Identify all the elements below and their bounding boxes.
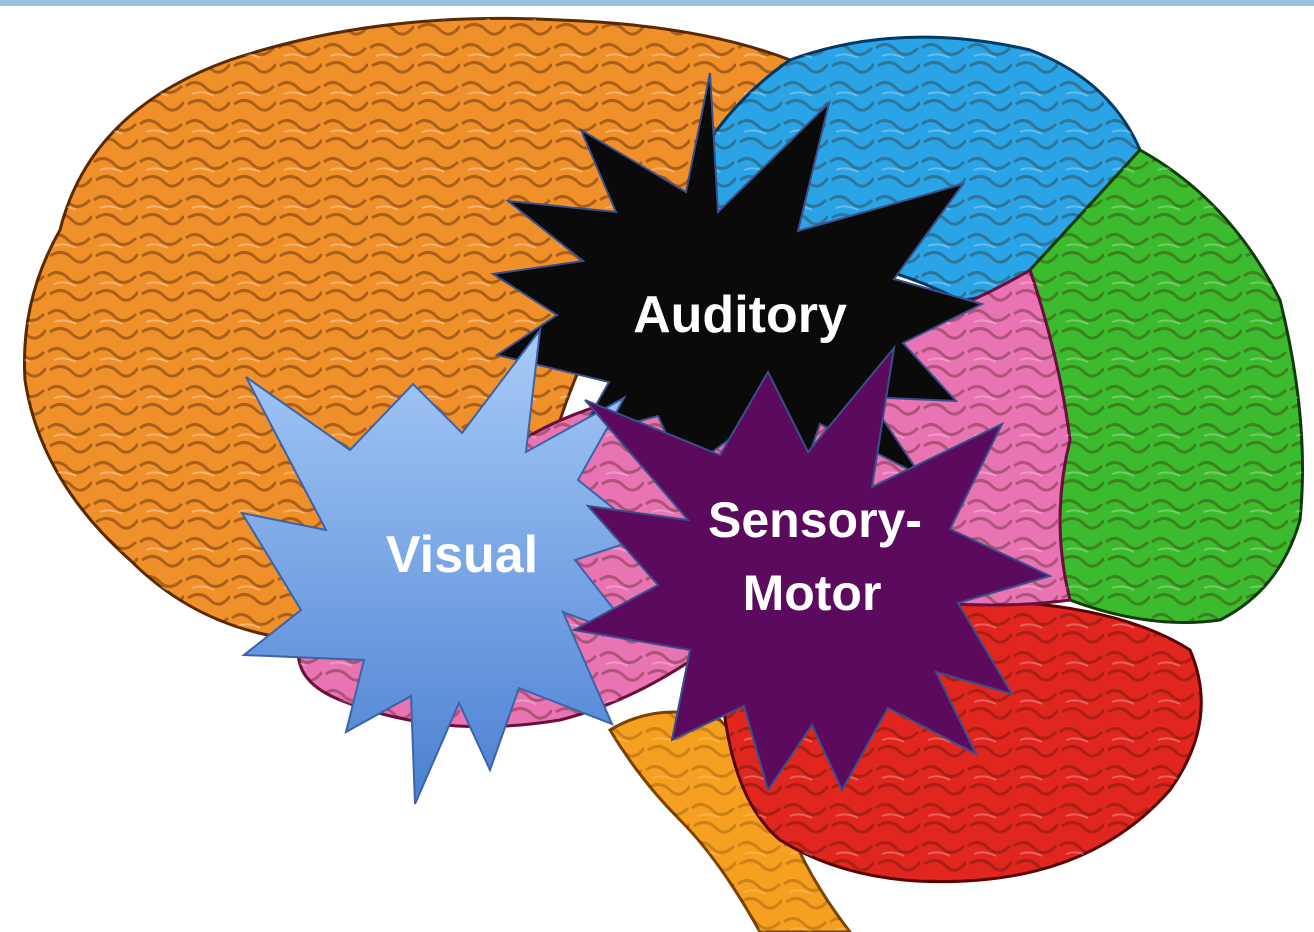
sensory-motor-label-line1: Sensory-	[708, 492, 922, 548]
top-strip	[0, 0, 1314, 6]
auditory-label: Auditory	[633, 286, 847, 344]
visual-label: Visual	[386, 526, 538, 584]
sensory-motor-label-line2: Motor	[743, 565, 882, 621]
